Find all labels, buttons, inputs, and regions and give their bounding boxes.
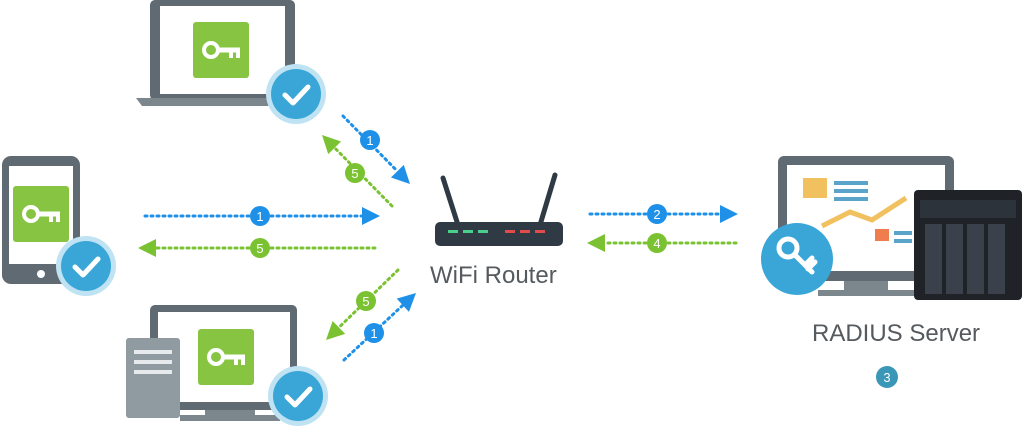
router-label: WiFi Router xyxy=(430,262,557,289)
check-icon xyxy=(56,236,116,296)
check-icon xyxy=(266,64,326,124)
key-icon xyxy=(196,327,256,387)
step-number: 5 xyxy=(362,294,369,309)
step-badge xyxy=(250,238,270,258)
arrow-laptop-to-router: 1 xyxy=(341,114,410,184)
step-badge xyxy=(356,291,376,311)
step-number: 1 xyxy=(256,209,263,224)
arrow-desktop-to-router: 1 xyxy=(342,293,416,362)
arrow-head xyxy=(720,205,738,223)
arrow-router-to-desktop: 5 xyxy=(326,268,400,340)
arrow-router-to-tablet: 5 xyxy=(138,238,377,258)
arrow-head xyxy=(138,239,156,257)
arrow-layer: 1 5 1 5 1 5 2 4 xyxy=(138,114,738,362)
laptop-top xyxy=(136,0,326,124)
key-icon xyxy=(11,184,71,244)
radius-server xyxy=(761,156,1022,300)
arrow-head xyxy=(587,234,605,252)
arrow-tablet-to-router: 1 xyxy=(143,206,380,226)
arrow-head xyxy=(322,135,342,155)
arrow-head xyxy=(390,164,410,184)
step-number: 5 xyxy=(256,241,263,256)
step-badge xyxy=(360,130,380,150)
step-number: 2 xyxy=(653,207,660,222)
check-icon xyxy=(268,366,328,426)
server-label: RADIUS Server xyxy=(812,320,981,347)
step-number: 1 xyxy=(370,326,377,341)
arrow-server-to-router: 4 xyxy=(587,233,738,253)
step-number: 1 xyxy=(366,133,373,148)
server-step-number: 3 xyxy=(883,370,890,385)
server-step-badge: 3 xyxy=(876,366,898,388)
step-badge xyxy=(250,206,270,226)
step-number: 4 xyxy=(653,236,660,251)
arrow-router-to-laptop: 5 xyxy=(322,135,394,208)
step-badge xyxy=(364,323,384,343)
arrow-head xyxy=(326,320,346,340)
arrow-router-to-server: 2 xyxy=(588,204,738,224)
key-icon xyxy=(191,20,251,80)
step-badge xyxy=(345,163,365,183)
desktop xyxy=(126,305,328,426)
step-badge xyxy=(647,233,667,253)
step-number: 5 xyxy=(351,166,358,181)
step-badge xyxy=(647,204,667,224)
router xyxy=(435,172,563,246)
arrow-head xyxy=(396,293,416,312)
arrow-head xyxy=(362,207,380,225)
arrow-line xyxy=(342,303,405,362)
tablet xyxy=(2,156,116,296)
